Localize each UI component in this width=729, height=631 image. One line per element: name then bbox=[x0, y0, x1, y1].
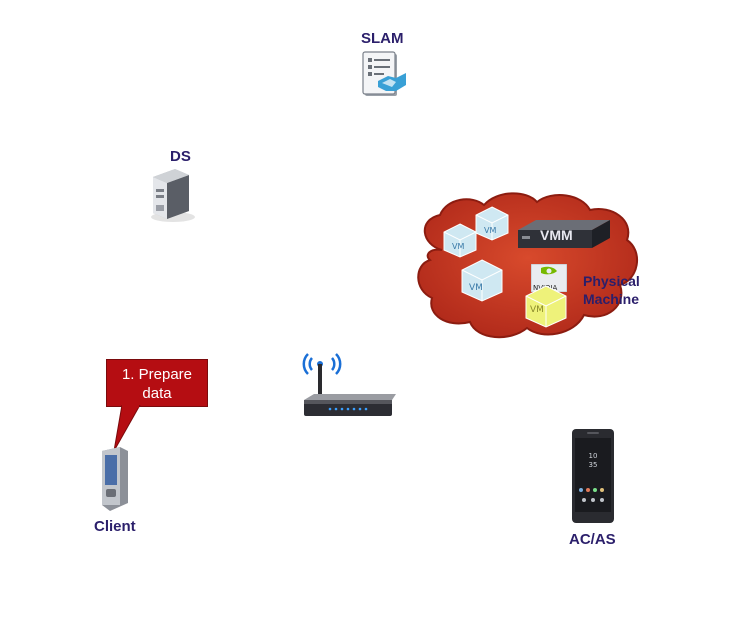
server-tower-icon bbox=[151, 169, 195, 222]
vm-cube-gpu-icon bbox=[525, 285, 567, 328]
client-label: Client bbox=[94, 518, 136, 535]
wifi-router-icon bbox=[302, 353, 396, 416]
callout-tail bbox=[113, 405, 141, 452]
smartphone-icon: 10 35 bbox=[572, 429, 614, 523]
vm-label: VM bbox=[452, 242, 465, 251]
handshake-document-icon bbox=[362, 51, 406, 96]
vmm-label: VMM bbox=[540, 227, 573, 243]
vm-cube-icon bbox=[443, 223, 477, 258]
pda-device-icon bbox=[102, 447, 128, 511]
ds-label: DS bbox=[170, 148, 191, 165]
vmm-server-icon bbox=[518, 220, 610, 248]
vm-label: VM bbox=[469, 283, 483, 293]
vm-label: VM bbox=[484, 226, 497, 235]
vm-label: VM bbox=[530, 305, 544, 315]
slam-label: SLAM bbox=[361, 30, 404, 47]
physical-machine-label: Physical Machine bbox=[583, 273, 640, 307]
svg-text:10: 10 bbox=[589, 452, 598, 460]
prepare-data-callout: 1. Prepare data bbox=[106, 359, 208, 407]
vm-cube-icon bbox=[475, 206, 509, 241]
svg-text:35: 35 bbox=[589, 461, 598, 469]
vm-cube-icon bbox=[461, 259, 503, 302]
acas-label: AC/AS bbox=[569, 531, 616, 548]
